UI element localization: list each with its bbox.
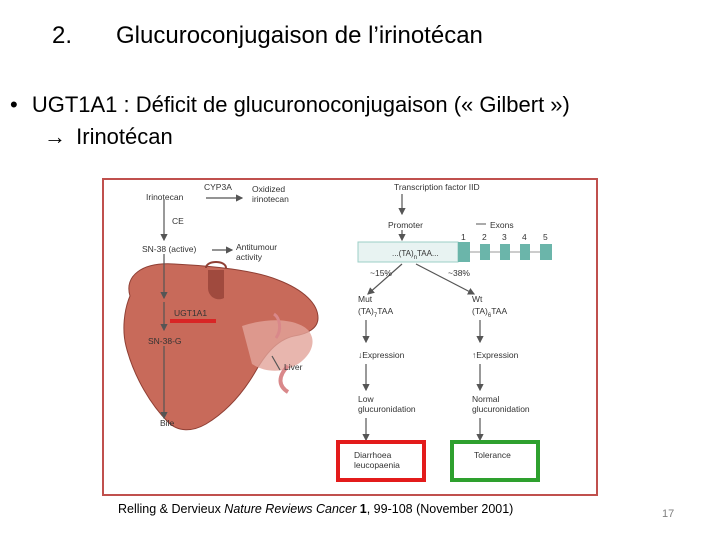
oxidized-label-2: irinotecan	[252, 194, 289, 204]
pathway-figure: Irinotecan CYP3A Oxidized irinotecan CE …	[102, 178, 598, 496]
citation: Relling & Dervieux Nature Reviews Cancer…	[118, 502, 513, 516]
bullet-point: • UGT1A1 : Déficit de glucuronoconjugais…	[10, 92, 570, 118]
bullet-text: UGT1A1 : Déficit de glucuronoconjugaison…	[32, 92, 570, 117]
exon-box-2	[480, 244, 490, 260]
low-gluc-2: glucuronidation	[358, 404, 416, 414]
outcome-bad-1: Diarrhoea	[354, 450, 392, 460]
pct-left: ~15%	[370, 268, 392, 278]
ce-label: CE	[172, 216, 184, 226]
outcome-good: Tolerance	[474, 450, 511, 460]
citation-journal: Nature Reviews Cancer	[224, 502, 356, 516]
tf-label: Transcription factor IID	[394, 182, 480, 192]
slide-number: 2.	[52, 22, 116, 50]
bullet-symbol: •	[10, 92, 18, 117]
bile-label: Bile	[160, 418, 174, 428]
page-number: 17	[662, 508, 674, 520]
sn38g-label: SN-38-G	[148, 336, 182, 346]
exon-box-1	[458, 242, 470, 262]
exon-num-1: 1	[461, 232, 466, 242]
mut-label: Mut	[358, 294, 373, 304]
exon-num-2: 2	[482, 232, 487, 242]
low-gluc-1: Low	[358, 394, 374, 404]
normal-gluc-2: glucuronidation	[472, 404, 530, 414]
normal-gluc-1: Normal	[472, 394, 500, 404]
liver-label: Liver	[284, 362, 303, 372]
sn38-label: SN-38 (active)	[142, 244, 196, 254]
slide-title: 2.Glucuroconjugaison de l’irinotécan	[52, 22, 483, 50]
citation-volume: 1	[360, 502, 367, 516]
exon-num-4: 4	[522, 232, 527, 242]
exon-box-3	[500, 244, 510, 260]
exon-box-4	[520, 244, 530, 260]
wt-label: Wt	[472, 294, 483, 304]
tolerance-box	[452, 442, 538, 480]
ugt1a1-highlight	[170, 319, 216, 323]
antitumour-label-1: Antitumour	[236, 242, 277, 252]
bullet-subline-text: Irinotécan	[76, 124, 173, 149]
bullet-subline: → Irinotécan	[44, 124, 173, 150]
exon-num-3: 3	[502, 232, 507, 242]
arrow-icon: →	[44, 124, 66, 149]
expression-down: ↓Expression	[358, 350, 405, 360]
expression-up: ↑Expression	[472, 350, 519, 360]
exon-box-5	[540, 244, 552, 260]
irinotecan-label: Irinotecan	[146, 192, 184, 202]
promoter-label: Promoter	[388, 220, 423, 230]
citation-rest: , 99-108 (November 2001)	[367, 502, 514, 516]
ugt1a1-label: UGT1A1	[174, 308, 207, 318]
outcome-bad-2: leucopaenia	[354, 460, 400, 470]
exons-label: Exons	[490, 220, 514, 230]
oxidized-label-1: Oxidized	[252, 184, 285, 194]
exon-num-5: 5	[543, 232, 548, 242]
slide-title-text: Glucuroconjugaison de l’irinotécan	[116, 22, 483, 49]
pct-right: ~38%	[448, 268, 470, 278]
antitumour-label-2: activity	[236, 252, 263, 262]
citation-authors: Relling & Dervieux	[118, 502, 224, 516]
cyp3a-label: CYP3A	[204, 182, 232, 192]
